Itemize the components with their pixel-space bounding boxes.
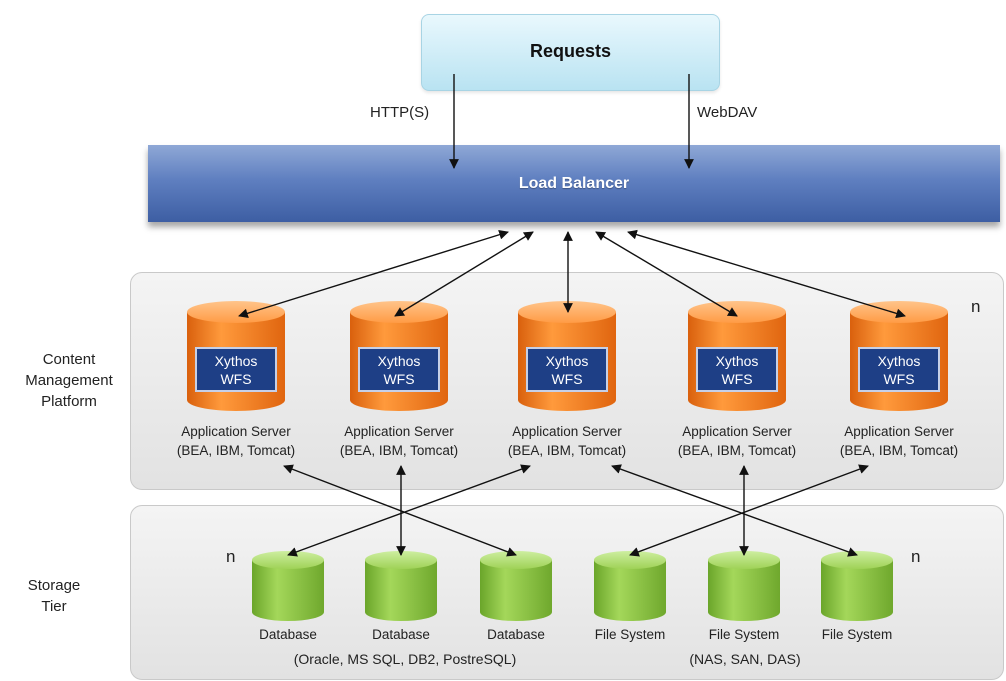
filesystem-group-label: (NAS, SAN, DAS) — [689, 651, 801, 667]
filesystem-label: File System — [594, 627, 666, 642]
filesystem-cylinder — [594, 551, 666, 621]
database-cylinder — [480, 551, 552, 621]
lb-app-arrow — [394, 231, 534, 317]
lb-app-arrow — [627, 229, 906, 319]
app-storage-arrow — [287, 464, 531, 557]
database-cylinder — [252, 551, 324, 621]
filesystem-label: File System — [821, 627, 893, 642]
app-server-label: Application Server(BEA, IBM, Tomcat) — [176, 424, 296, 458]
database-cylinder — [365, 551, 437, 621]
app-server-label: Application Server(BEA, IBM, Tomcat) — [677, 424, 797, 458]
app-server-label: Application Server(BEA, IBM, Tomcat) — [839, 424, 959, 458]
lb-app-arrow — [595, 231, 738, 317]
platform-count-label: n — [971, 297, 981, 316]
database-label: Database — [372, 627, 430, 642]
storage-fs-count-label: n — [911, 547, 921, 566]
load-balancer-label: Load Balancer — [518, 175, 630, 192]
database-label: Database — [259, 627, 317, 642]
requests-label: Requests — [529, 41, 612, 61]
storage-db-count-label: n — [226, 547, 236, 566]
load-balancer-bar: Load Balancer — [148, 145, 1000, 222]
requests-box: Requests — [421, 14, 720, 91]
app-storage-arrow — [283, 464, 517, 557]
webdav-label: WebDAV — [697, 104, 758, 121]
platform-tier-label: Content Management Platform — [25, 351, 113, 410]
filesystem-cylinder — [821, 551, 893, 621]
app-storage-arrow — [611, 464, 858, 557]
filesystem-label: File System — [708, 627, 780, 642]
database-group-label: (Oracle, MS SQL, DB2, PostreSQL) — [293, 651, 517, 667]
http-label: HTTP(S) — [370, 104, 430, 121]
app-server-label: Application Server(BEA, IBM, Tomcat) — [507, 424, 627, 458]
filesystem-cylinder — [708, 551, 780, 621]
app-server-label: Application Server(BEA, IBM, Tomcat) — [339, 424, 459, 458]
app-storage-arrow — [629, 464, 869, 557]
database-label: Database — [487, 627, 545, 642]
storage-tier-label: Storage Tier — [27, 577, 81, 615]
